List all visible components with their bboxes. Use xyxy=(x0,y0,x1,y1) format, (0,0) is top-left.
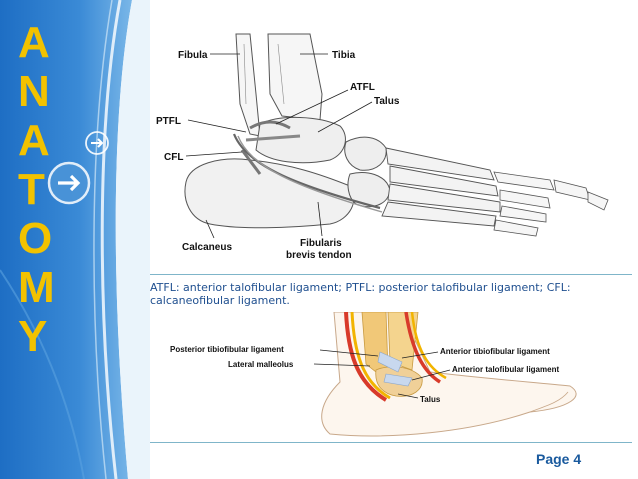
title-letter: Y xyxy=(18,312,48,361)
sidebar-background xyxy=(0,0,150,479)
label-talus-bottom: Talus xyxy=(420,395,441,404)
content-top-strip xyxy=(150,0,638,24)
label-anterior-tibiofibular: Anterior tibiofibular ligament xyxy=(440,347,550,356)
title-letter: N xyxy=(18,67,50,116)
arrow-right-circle-icon xyxy=(47,161,91,205)
caption-line: ATFL: anterior talofibular ligament; PTF… xyxy=(150,281,571,294)
label-tibia: Tibia xyxy=(332,50,356,61)
title-letter: A xyxy=(18,18,50,67)
divider-top xyxy=(150,274,632,275)
title-letter: T xyxy=(18,165,45,214)
title-letter: A xyxy=(18,116,50,165)
label-lateral-malleolus: Lateral malleolus xyxy=(228,360,294,369)
label-talus: Talus xyxy=(374,96,400,107)
page-number: Page 4 xyxy=(536,451,582,467)
label-anterior-talofibular: Anterior talofibular ligament xyxy=(452,365,559,374)
label-posterior-tibiofibular: Posterior tibiofibular ligament xyxy=(170,345,284,354)
label-atfl: ATFL xyxy=(350,82,375,93)
vertical-title: A N A T O M Y xyxy=(18,18,58,361)
ankle-lateral-diagram: Fibula Tibia ATFL Talus PTFL CFL Calcane… xyxy=(156,33,609,261)
label-fibula: Fibula xyxy=(178,50,208,61)
title-letter: M xyxy=(18,263,55,312)
title-letter: O xyxy=(18,214,53,263)
arrow-right-circle-icon xyxy=(85,131,109,155)
caption-line: calcaneofibular ligament. xyxy=(150,294,290,307)
figure-caption: ATFL: anterior talofibular ligament; PTF… xyxy=(150,281,590,307)
divider-bottom xyxy=(150,442,632,443)
label-calcaneus: Calcaneus xyxy=(182,242,232,253)
label-ptfl: PTFL xyxy=(156,116,181,127)
label-brevis-tendon: brevis tendon xyxy=(286,250,352,261)
ankle-ligament-diagram: Posterior tibiofibular ligament Lateral … xyxy=(170,312,577,437)
label-fibularis: Fibularis xyxy=(300,238,342,249)
label-cfl: CFL xyxy=(164,152,183,163)
